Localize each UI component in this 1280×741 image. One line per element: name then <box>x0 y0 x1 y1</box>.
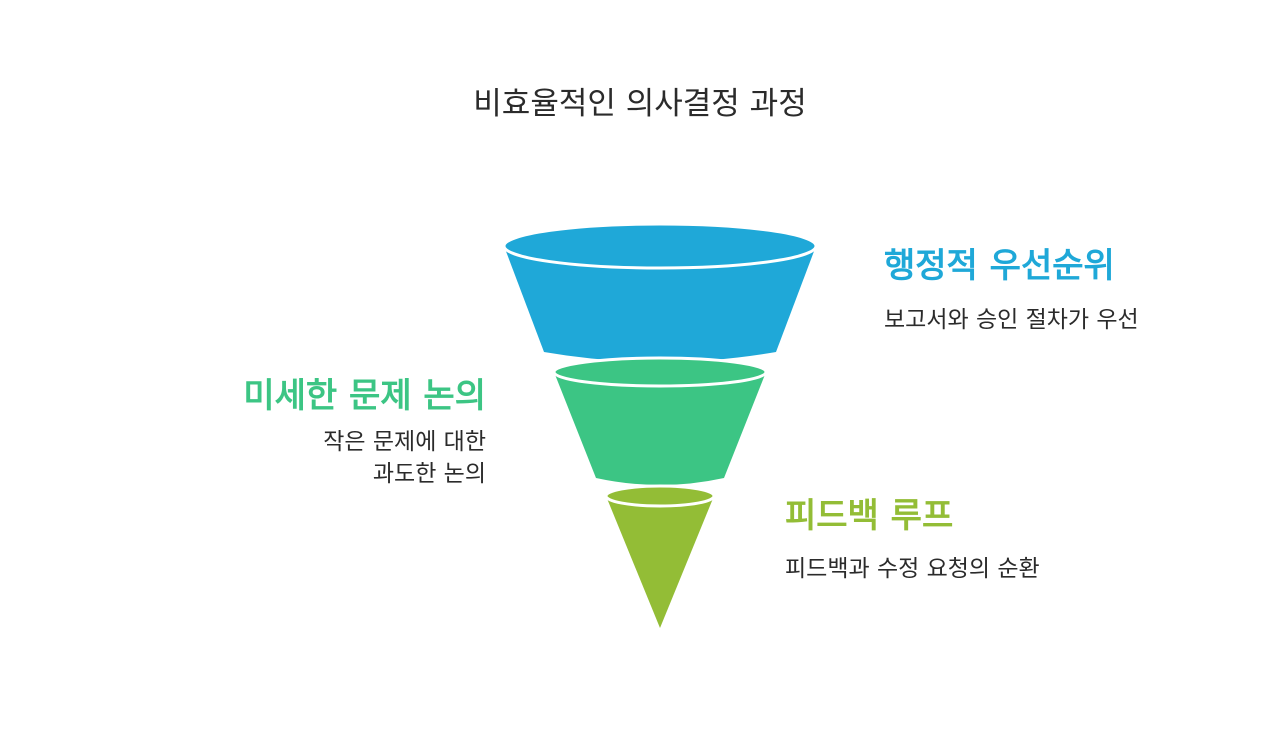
stage-1-description-line: 보고서와 승인 절차가 우선 <box>884 307 1139 333</box>
stage-3-description: 피드백과 수정 요청의 순환 <box>785 553 1040 585</box>
diagram-title: 비효율적인 의사결정 과정 <box>473 86 807 122</box>
stage-1-heading: 행정적 우선순위 <box>884 246 1115 286</box>
funnel-stage-2 <box>552 356 768 485</box>
stage-2-description: 작은 문제에 대한 과도한 논의 <box>160 426 486 490</box>
stage-1-description: 보고서와 승인 절차가 우선 <box>884 304 1139 336</box>
stage-3-heading: 피드백 루프 <box>785 496 954 536</box>
stage-2-heading: 미세한 문제 논의 <box>243 376 486 416</box>
funnel-stage-3 <box>604 484 716 628</box>
stage-2-description-line: 작은 문제에 대한 <box>323 429 486 455</box>
funnel-stage-1 <box>502 222 818 362</box>
stage-2-description-line: 과도한 논의 <box>372 461 486 487</box>
stage-3-description-line: 피드백과 수정 요청의 순환 <box>785 556 1040 582</box>
